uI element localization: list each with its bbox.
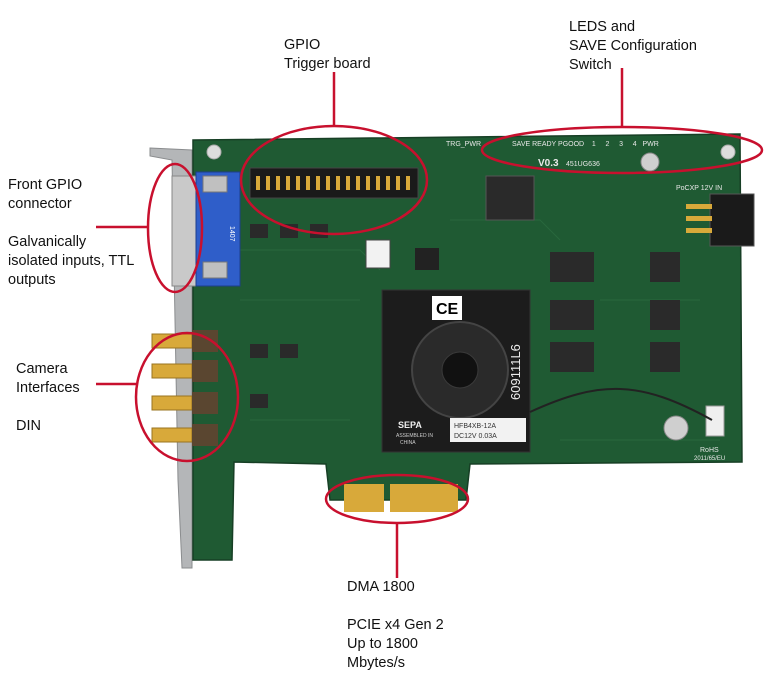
fan-rating: DC12V 0.03A: [454, 433, 497, 440]
camera-label-line: [16, 398, 80, 417]
leds-label-line: SAVE Configuration: [569, 38, 697, 54]
dma-callout-label: DMA 1800 PCIE x4 Gen 2 Up to 1800 Mbytes…: [347, 578, 444, 673]
fan-brand: SEPA: [398, 420, 422, 430]
gpio-header: [249, 167, 419, 199]
ic-chip: [415, 248, 439, 270]
front-label-line: connector: [8, 196, 72, 212]
leds-label-line: LEDS and: [569, 19, 636, 35]
silk-part-no: 451UG636: [566, 161, 600, 168]
silk-rohs: RoHS: [700, 447, 719, 454]
front-label-line: isolated inputs, TTL: [8, 253, 135, 269]
front-label-line: Galvanically: [8, 234, 87, 250]
fpga-lattice-chip: [485, 175, 535, 221]
camera-label-line: DIN: [16, 418, 41, 434]
fan-ce-label: [432, 296, 462, 320]
camera-label-line: Camera: [16, 361, 68, 377]
gpio-callout-label: GPIO Trigger board: [284, 36, 371, 74]
front-label-line: [8, 214, 134, 233]
fan-cable: [529, 387, 713, 421]
small-connector: [705, 405, 725, 437]
leds-label-line: Switch: [569, 57, 612, 73]
front-label-line: Front GPIO: [8, 177, 83, 193]
pcie-gold-fingers: [344, 484, 458, 512]
fan-serial: 609111L6: [508, 344, 523, 400]
front-label-line: outputs: [8, 272, 56, 288]
silk-trg-pwr: TRG_PWR: [446, 141, 481, 148]
camera-highlight: [134, 331, 240, 463]
front-gpio-callout-label: Front GPIO connector Galvanically isolat…: [8, 176, 134, 290]
mount-hole: [206, 144, 222, 160]
db15-code: 1407: [228, 226, 235, 242]
dma-label-line: Mbytes/s: [347, 655, 406, 671]
ic-chip: [365, 239, 391, 269]
callout-leaders: [96, 68, 624, 578]
dma-label-line: DMA 1800: [347, 579, 415, 595]
dma-label-line: [347, 597, 444, 616]
camera-callout-label: Camera Interfaces DIN: [16, 360, 80, 436]
fan-model: HFB4XB-12A: [454, 423, 496, 430]
db15-shell: [171, 175, 197, 287]
gpio-label-line: GPIO: [284, 37, 321, 53]
pocxp-power-connector: [709, 193, 755, 247]
dma-label-line: Up to 1800: [347, 636, 418, 652]
leds-callout-label: LEDS and SAVE Configuration Switch: [569, 18, 697, 75]
fan-assembled: ASSEMBLED IN: [396, 433, 433, 439]
gpio-pins: [256, 176, 410, 190]
capacitor: [663, 415, 689, 441]
fan-ce-mark: CE: [436, 301, 459, 318]
silk-version: V0.3: [538, 158, 559, 169]
gpio-label-line: Trigger board: [284, 56, 371, 72]
silk-rohs-ref: 2011/65/EU: [694, 456, 725, 462]
db15-screw: [202, 175, 228, 193]
silk-led-row: SAVE READY PGOOD 1 2 3 4 PWR: [512, 141, 659, 148]
silk-pocxp: PoCXP 12V IN: [676, 185, 722, 192]
fan-origin: CHINA: [400, 440, 416, 446]
db15-screw: [202, 261, 228, 279]
capacitor: [640, 152, 660, 172]
camera-label-line: Interfaces: [16, 380, 80, 396]
dma-label-line: PCIE x4 Gen 2: [347, 617, 444, 633]
ic-chip-array: [250, 224, 680, 408]
mount-hole: [720, 144, 736, 160]
